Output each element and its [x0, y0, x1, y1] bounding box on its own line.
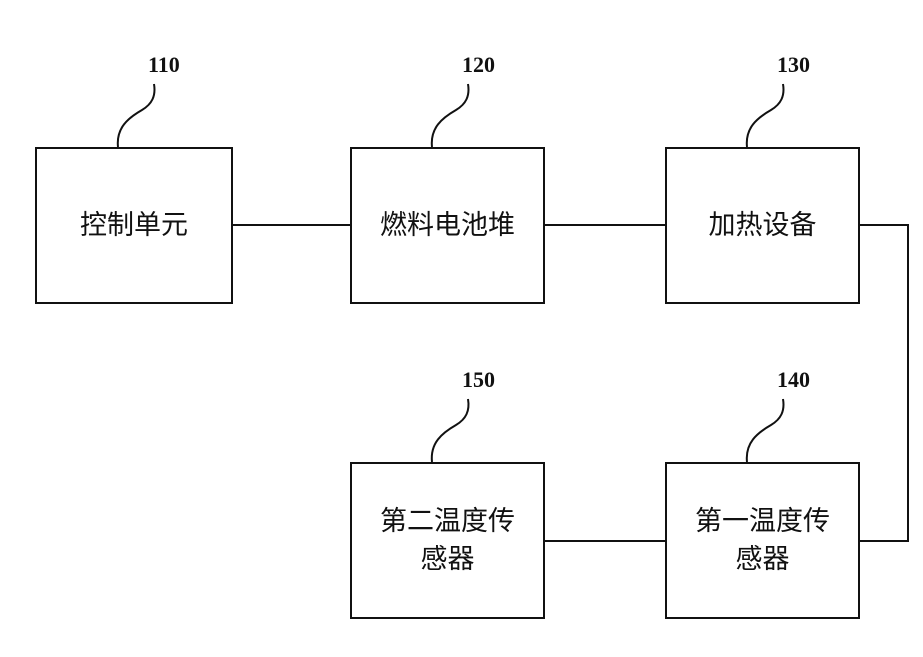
first-temp-sensor-label: 第一温度传 感器 — [695, 503, 830, 579]
ref-number-140: 140 — [777, 367, 810, 392]
second-temp-sensor-label-line1: 第二温度传 — [380, 503, 515, 541]
heating-device-block: 加热设备 — [665, 147, 860, 304]
fuel-cell-stack-label: 燃料电池堆 — [380, 207, 515, 245]
fuel-cell-stack-block: 燃料电池堆 — [350, 147, 545, 304]
control-unit-block: 控制单元 — [35, 147, 233, 304]
second-temp-sensor-label: 第二温度传 感器 — [380, 503, 515, 579]
control-unit-label: 控制单元 — [80, 207, 188, 245]
first-temp-sensor-label-line2: 感器 — [695, 541, 830, 579]
heating-device-label: 加热设备 — [709, 207, 817, 245]
wire-heater-to-first-sensor — [860, 225, 908, 541]
first-temp-sensor-block: 第一温度传 感器 — [665, 462, 860, 619]
leader-140 — [747, 399, 784, 462]
leader-150 — [432, 399, 469, 462]
ref-number-110: 110 — [148, 52, 180, 77]
first-temp-sensor-label-line1: 第一温度传 — [695, 503, 830, 541]
leader-130 — [747, 84, 784, 147]
second-temp-sensor-block: 第二温度传 感器 — [350, 462, 545, 619]
ref-number-120: 120 — [462, 52, 495, 77]
second-temp-sensor-label-line2: 感器 — [380, 541, 515, 579]
ref-number-130: 130 — [777, 52, 810, 77]
leader-120 — [432, 84, 469, 147]
ref-number-150: 150 — [462, 367, 495, 392]
leader-110 — [118, 84, 155, 147]
